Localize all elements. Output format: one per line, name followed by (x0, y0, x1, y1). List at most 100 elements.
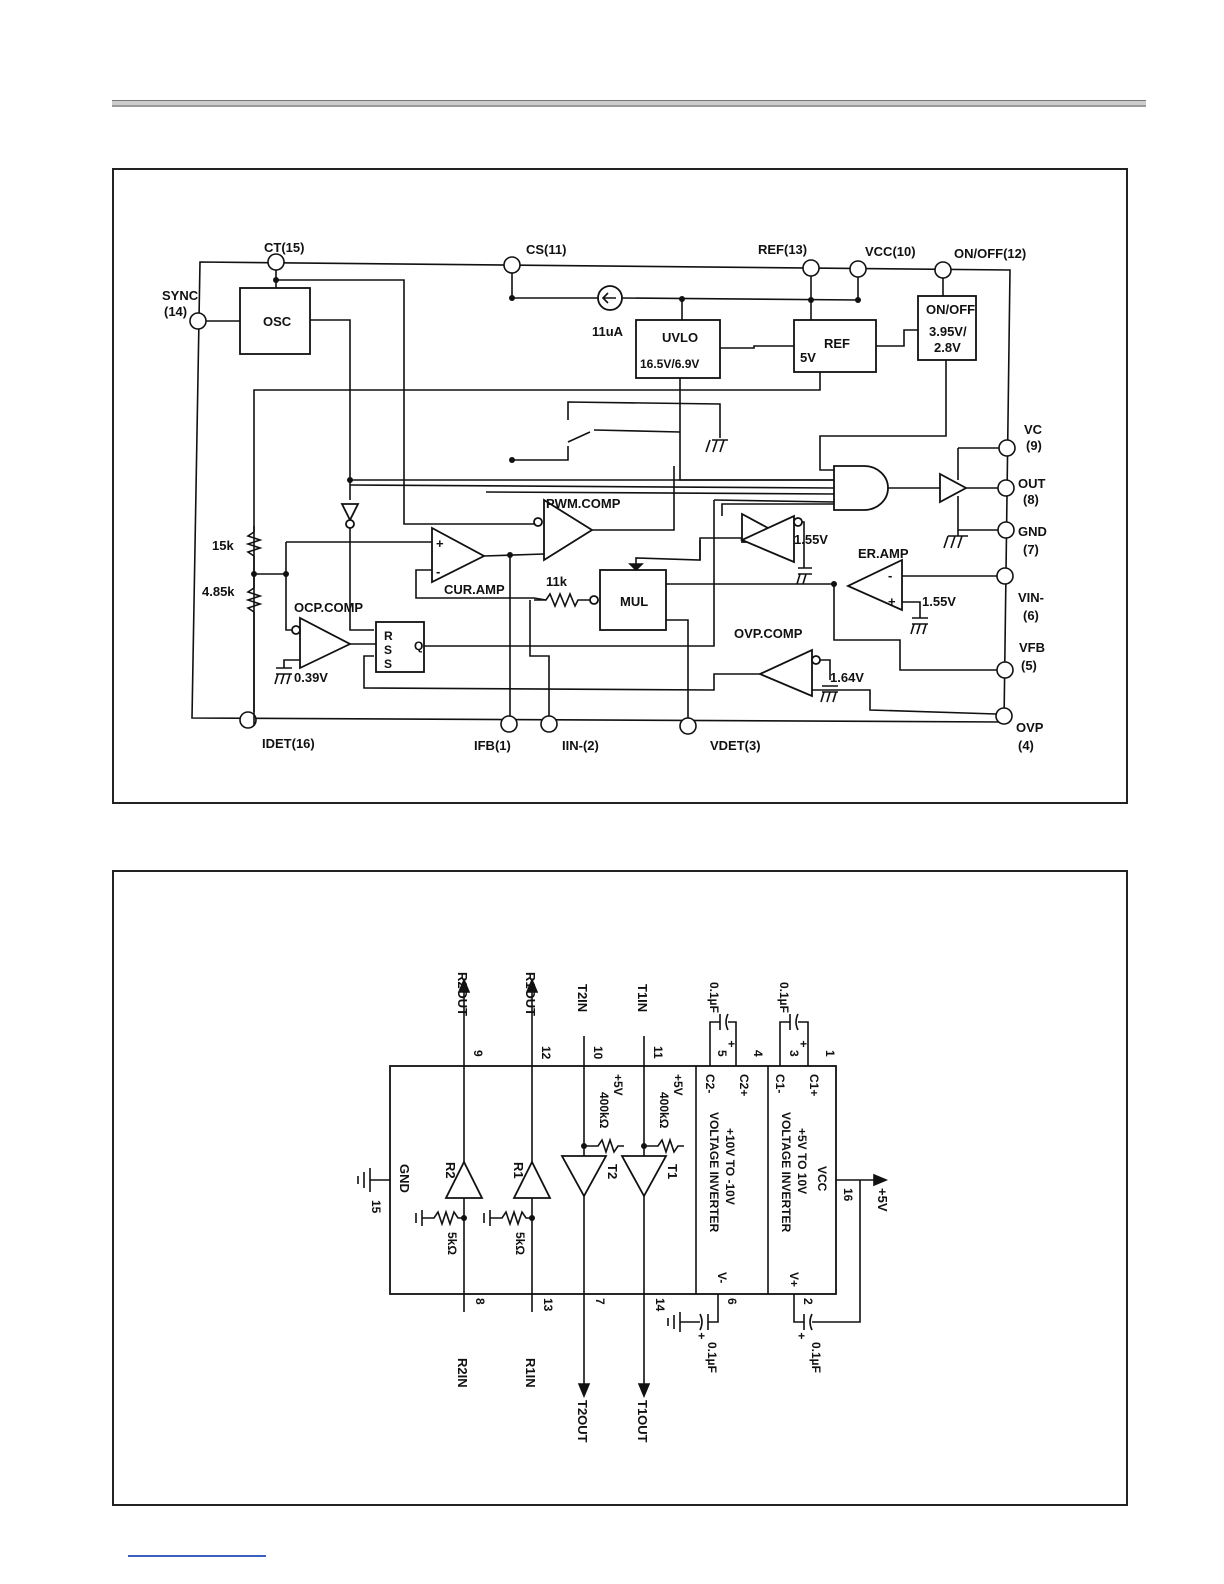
r485k-label: 4.85k (202, 584, 235, 599)
r1out-label: R1OUT (523, 972, 538, 1016)
inverter (340, 503, 360, 523)
cap-plus: + (728, 1037, 735, 1051)
junction (509, 295, 515, 301)
ground-icon (943, 530, 968, 549)
wire-pwm-out (592, 466, 675, 531)
pin-out-num: (8) (1023, 492, 1039, 507)
pin9: 9 (471, 1050, 485, 1057)
wire-iin (529, 600, 550, 716)
cap-vplus (793, 1180, 861, 1323)
pin5: 5 (715, 1050, 729, 1057)
wire-q-and (424, 500, 715, 647)
wire-ocp-in (285, 574, 292, 631)
resistor-5k-r2 (415, 1209, 464, 1227)
transceiver-panel: R2OUT R1OUT T2IN T1IN + + 0.1µF 0.1µF 9 … (112, 870, 1128, 1506)
ground-icon (820, 659, 838, 703)
uvlo-label: UVLO (662, 330, 698, 345)
pwm-bubble (533, 517, 543, 527)
ocp-bubble (291, 625, 301, 635)
output-buffer (939, 472, 968, 504)
pin-vcc-label: VCC(10) (865, 244, 916, 259)
pin-vfb-label: VFB (1019, 640, 1045, 655)
pin-cs-label: CS(11) (526, 242, 566, 257)
pin-sync (189, 312, 207, 330)
ground-icon (357, 1168, 390, 1192)
pu1r-label: 400kΩ (597, 1092, 611, 1129)
pin-ct (267, 253, 285, 271)
junction (641, 1143, 647, 1149)
eramp-minus: - (888, 568, 892, 583)
pin-idet-label: IDET(16) (262, 736, 315, 751)
ocp-comparator (299, 616, 353, 670)
pin-ifb-label: IFB(1) (474, 738, 511, 753)
pin-out-label: OUT (1018, 476, 1046, 491)
inv1-title: +5V TO 10V (795, 1128, 809, 1194)
wire-and-inputs (349, 479, 835, 503)
junction (509, 457, 515, 463)
pin-vin-label: VIN- (1018, 590, 1044, 605)
cap-plus: + (698, 1329, 705, 1343)
pin-ct-label: CT(15) (264, 240, 304, 255)
block-diagram: CT(15) CS(11) REF(13) VCC(10) ON/OFF(12)… (162, 240, 1047, 753)
pin-vfb-num: (5) (1021, 658, 1037, 673)
vcc-inner-label: VCC (815, 1166, 829, 1192)
wire-curamp-pwm (483, 553, 545, 557)
comparator-155-shape (739, 514, 795, 564)
top-leads (463, 984, 645, 1066)
pin-vin-num: (6) (1023, 608, 1039, 623)
transmitter-leads (583, 1066, 645, 1392)
wire-curamp-neg (415, 569, 547, 601)
vminus-label: V- (715, 1272, 729, 1283)
r2-label: R2 (443, 1162, 458, 1179)
wire-cmp155-out (699, 537, 742, 560)
pin-onoff-label: ON/OFF(12) (954, 246, 1026, 261)
switch-icon (567, 410, 681, 456)
wire-inv-rss (349, 528, 374, 631)
pin15: 15 (369, 1200, 383, 1214)
pin7: 7 (593, 1298, 607, 1305)
capacitor-icon (699, 1313, 709, 1331)
wire-cmp155-and (721, 503, 834, 516)
pin-ovp-num: (4) (1018, 738, 1034, 753)
c1m-label: C1- (773, 1074, 787, 1093)
rd2-label: 5kΩ (513, 1232, 527, 1255)
pin16: 16 (841, 1188, 855, 1202)
resistor-11k-label: 11k (546, 574, 568, 589)
pin-ifb (500, 715, 518, 733)
rd1-label: 5kΩ (445, 1232, 459, 1255)
wire-uvlo-ref (720, 345, 794, 349)
r1-label: R1 (511, 1162, 526, 1179)
pin-iin-label: IIN-(2) (562, 738, 599, 753)
pin1: 1 (823, 1050, 837, 1057)
pu2-label: +5V (671, 1074, 685, 1096)
pu1-label: +5V (611, 1074, 625, 1096)
onoff-block (917, 295, 977, 361)
eramp-label: ER.AMP (858, 546, 909, 561)
wire-vcc-bus (621, 277, 859, 301)
wire-switch-gnd (567, 401, 721, 438)
wire-switch (512, 456, 569, 461)
resistor-5k-r1 (483, 1209, 532, 1227)
inv2-title: +10V TO -10V (723, 1128, 737, 1205)
c1p-label: C1+ (807, 1074, 821, 1096)
curamp-plus: + (436, 536, 444, 551)
cap2-label: 0.1µF (777, 982, 791, 1013)
v164-label: 1.64V (830, 670, 864, 685)
v039-label: 0.39V (294, 670, 328, 685)
ref-block (793, 319, 877, 373)
arrow-down-icon (628, 563, 644, 572)
ovp-bubble (811, 655, 821, 665)
pin-cs (503, 256, 521, 274)
pin-gnd-num: (7) (1023, 542, 1039, 557)
r15k-label: 15k (212, 538, 234, 553)
pin4: 4 (751, 1050, 765, 1057)
pin-vcc (849, 260, 867, 278)
pin6: 6 (725, 1298, 739, 1305)
r1in-label: R1IN (523, 1358, 538, 1388)
wire-uvlo-and (679, 378, 834, 481)
error-amp (845, 558, 903, 612)
junction (529, 1215, 535, 1221)
v155b-label: 1.55V (922, 594, 956, 609)
wire-cs (511, 273, 598, 299)
arrow-down-icon (577, 1383, 651, 1399)
